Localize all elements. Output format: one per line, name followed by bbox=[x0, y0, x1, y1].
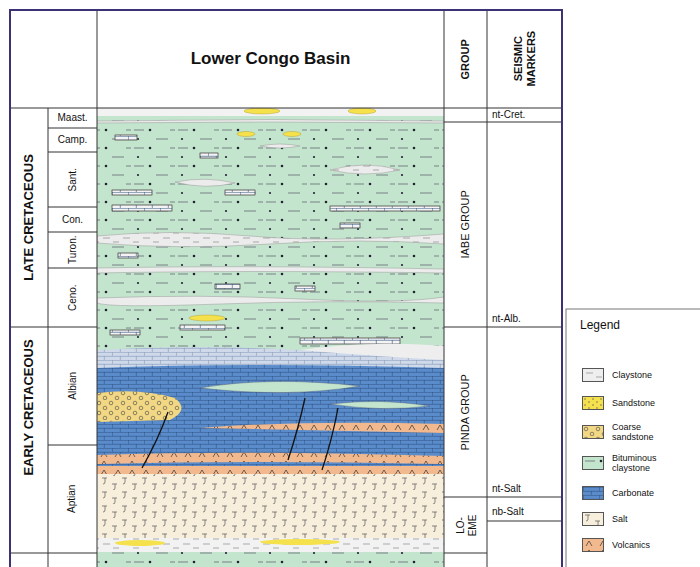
label-cell: Carbonate bbox=[608, 478, 698, 508]
legend-text: Volcanics bbox=[608, 540, 674, 550]
label-cell: Albian bbox=[48, 327, 97, 445]
label-cell: Con. bbox=[48, 207, 97, 232]
seismic-marker: nt-Salt bbox=[487, 483, 521, 495]
label-cell: Bituminous claystone bbox=[608, 448, 698, 478]
legend-text: Coarse sandstone bbox=[608, 422, 674, 443]
label-cell: PINDA GROUP bbox=[444, 327, 487, 497]
group-label: LO- EME bbox=[454, 511, 477, 539]
stage-label: Camp. bbox=[58, 134, 87, 146]
stage-label: Albian bbox=[67, 372, 79, 400]
stage-label: Sant. bbox=[67, 168, 79, 191]
swatch-pattern-fill bbox=[583, 369, 603, 381]
swatch-pattern bbox=[583, 457, 603, 469]
label-cell: IABE GROUP bbox=[444, 122, 487, 327]
seismic-marker: nb-Salt bbox=[487, 506, 524, 518]
stage-label: Con. bbox=[62, 214, 83, 226]
legend-swatch bbox=[582, 538, 604, 552]
swatch-pattern-fill bbox=[583, 457, 603, 469]
legend-swatch bbox=[582, 456, 604, 470]
legend-text: Salt bbox=[608, 514, 674, 524]
legend-swatch bbox=[582, 425, 604, 439]
label-cell: Aptian bbox=[48, 445, 97, 553]
era-label: EARLY CRETACEOUS bbox=[22, 339, 37, 475]
legend-text: Claystone bbox=[608, 370, 674, 380]
seismic-marker: nt-Alb. bbox=[487, 313, 521, 325]
label-cell: Volcanics bbox=[608, 530, 698, 560]
label-cell: Claystone bbox=[608, 360, 698, 390]
column-header: GROUP bbox=[459, 39, 472, 79]
legend-text: Bituminous claystone bbox=[608, 453, 674, 474]
stage-label: Ceno. bbox=[67, 284, 79, 311]
swatch-pattern-fill bbox=[583, 487, 603, 499]
legend-title: Legend bbox=[572, 319, 620, 333]
stage-label: Turon. bbox=[67, 236, 79, 265]
group-label: IABE GROUP bbox=[459, 190, 472, 258]
swatch-pattern bbox=[583, 513, 603, 525]
legend-swatch bbox=[582, 368, 604, 382]
label-cell: nt-Cret. bbox=[487, 108, 562, 122]
label-cell: Coarse sandstone bbox=[608, 417, 698, 447]
label-cell: Lower Congo Basin bbox=[97, 10, 444, 108]
swatch-pattern bbox=[583, 369, 603, 381]
swatch-pattern bbox=[583, 397, 603, 409]
swatch-pattern bbox=[583, 487, 603, 499]
stage-label: Aptian bbox=[67, 485, 79, 513]
legend-text: Sandstone bbox=[608, 398, 674, 408]
legend-swatch bbox=[582, 512, 604, 526]
swatch-pattern bbox=[583, 426, 603, 438]
swatch-pattern-fill bbox=[583, 513, 603, 525]
stage-label: Maast. bbox=[57, 112, 87, 124]
era-label: LATE CRETACEOUS bbox=[22, 154, 37, 281]
label-cell: Turon. bbox=[48, 232, 97, 268]
label-cell: SEISMIC MARKERS bbox=[487, 10, 562, 108]
label-cell: Salt bbox=[608, 504, 698, 534]
legend-text: Carbonate bbox=[608, 488, 674, 498]
seismic-marker: nt-Cret. bbox=[487, 109, 525, 121]
column-header: SEISMIC MARKERS bbox=[512, 27, 537, 91]
label-cell: Sant. bbox=[48, 152, 97, 207]
group-label: PINDA GROUP bbox=[459, 374, 472, 450]
swatch-pattern bbox=[583, 539, 603, 551]
label-cell: Legend bbox=[572, 316, 662, 336]
label-cell: Sandstone bbox=[608, 388, 698, 418]
label-cell: Camp. bbox=[48, 128, 97, 152]
label-cell: GROUP bbox=[444, 10, 487, 108]
label-cell: Maast. bbox=[48, 108, 97, 128]
label-cell: nt-Alb. bbox=[487, 312, 562, 326]
label-cell: EARLY CRETACEOUS bbox=[10, 327, 48, 487]
legend-swatch bbox=[582, 396, 604, 410]
label-cell: nb-Salt bbox=[487, 505, 562, 519]
label-cell: LATE CRETACEOUS bbox=[10, 108, 48, 327]
label-cell: Ceno. bbox=[48, 268, 97, 327]
swatch-pattern-fill bbox=[583, 539, 603, 551]
label-cell: nt-Salt bbox=[487, 482, 562, 496]
diagram-title: Lower Congo Basin bbox=[191, 49, 351, 69]
label-cell: LO- EME bbox=[444, 497, 487, 553]
swatch-pattern-fill bbox=[583, 397, 603, 409]
swatch-pattern-fill bbox=[583, 426, 603, 438]
legend-swatch bbox=[582, 486, 604, 500]
